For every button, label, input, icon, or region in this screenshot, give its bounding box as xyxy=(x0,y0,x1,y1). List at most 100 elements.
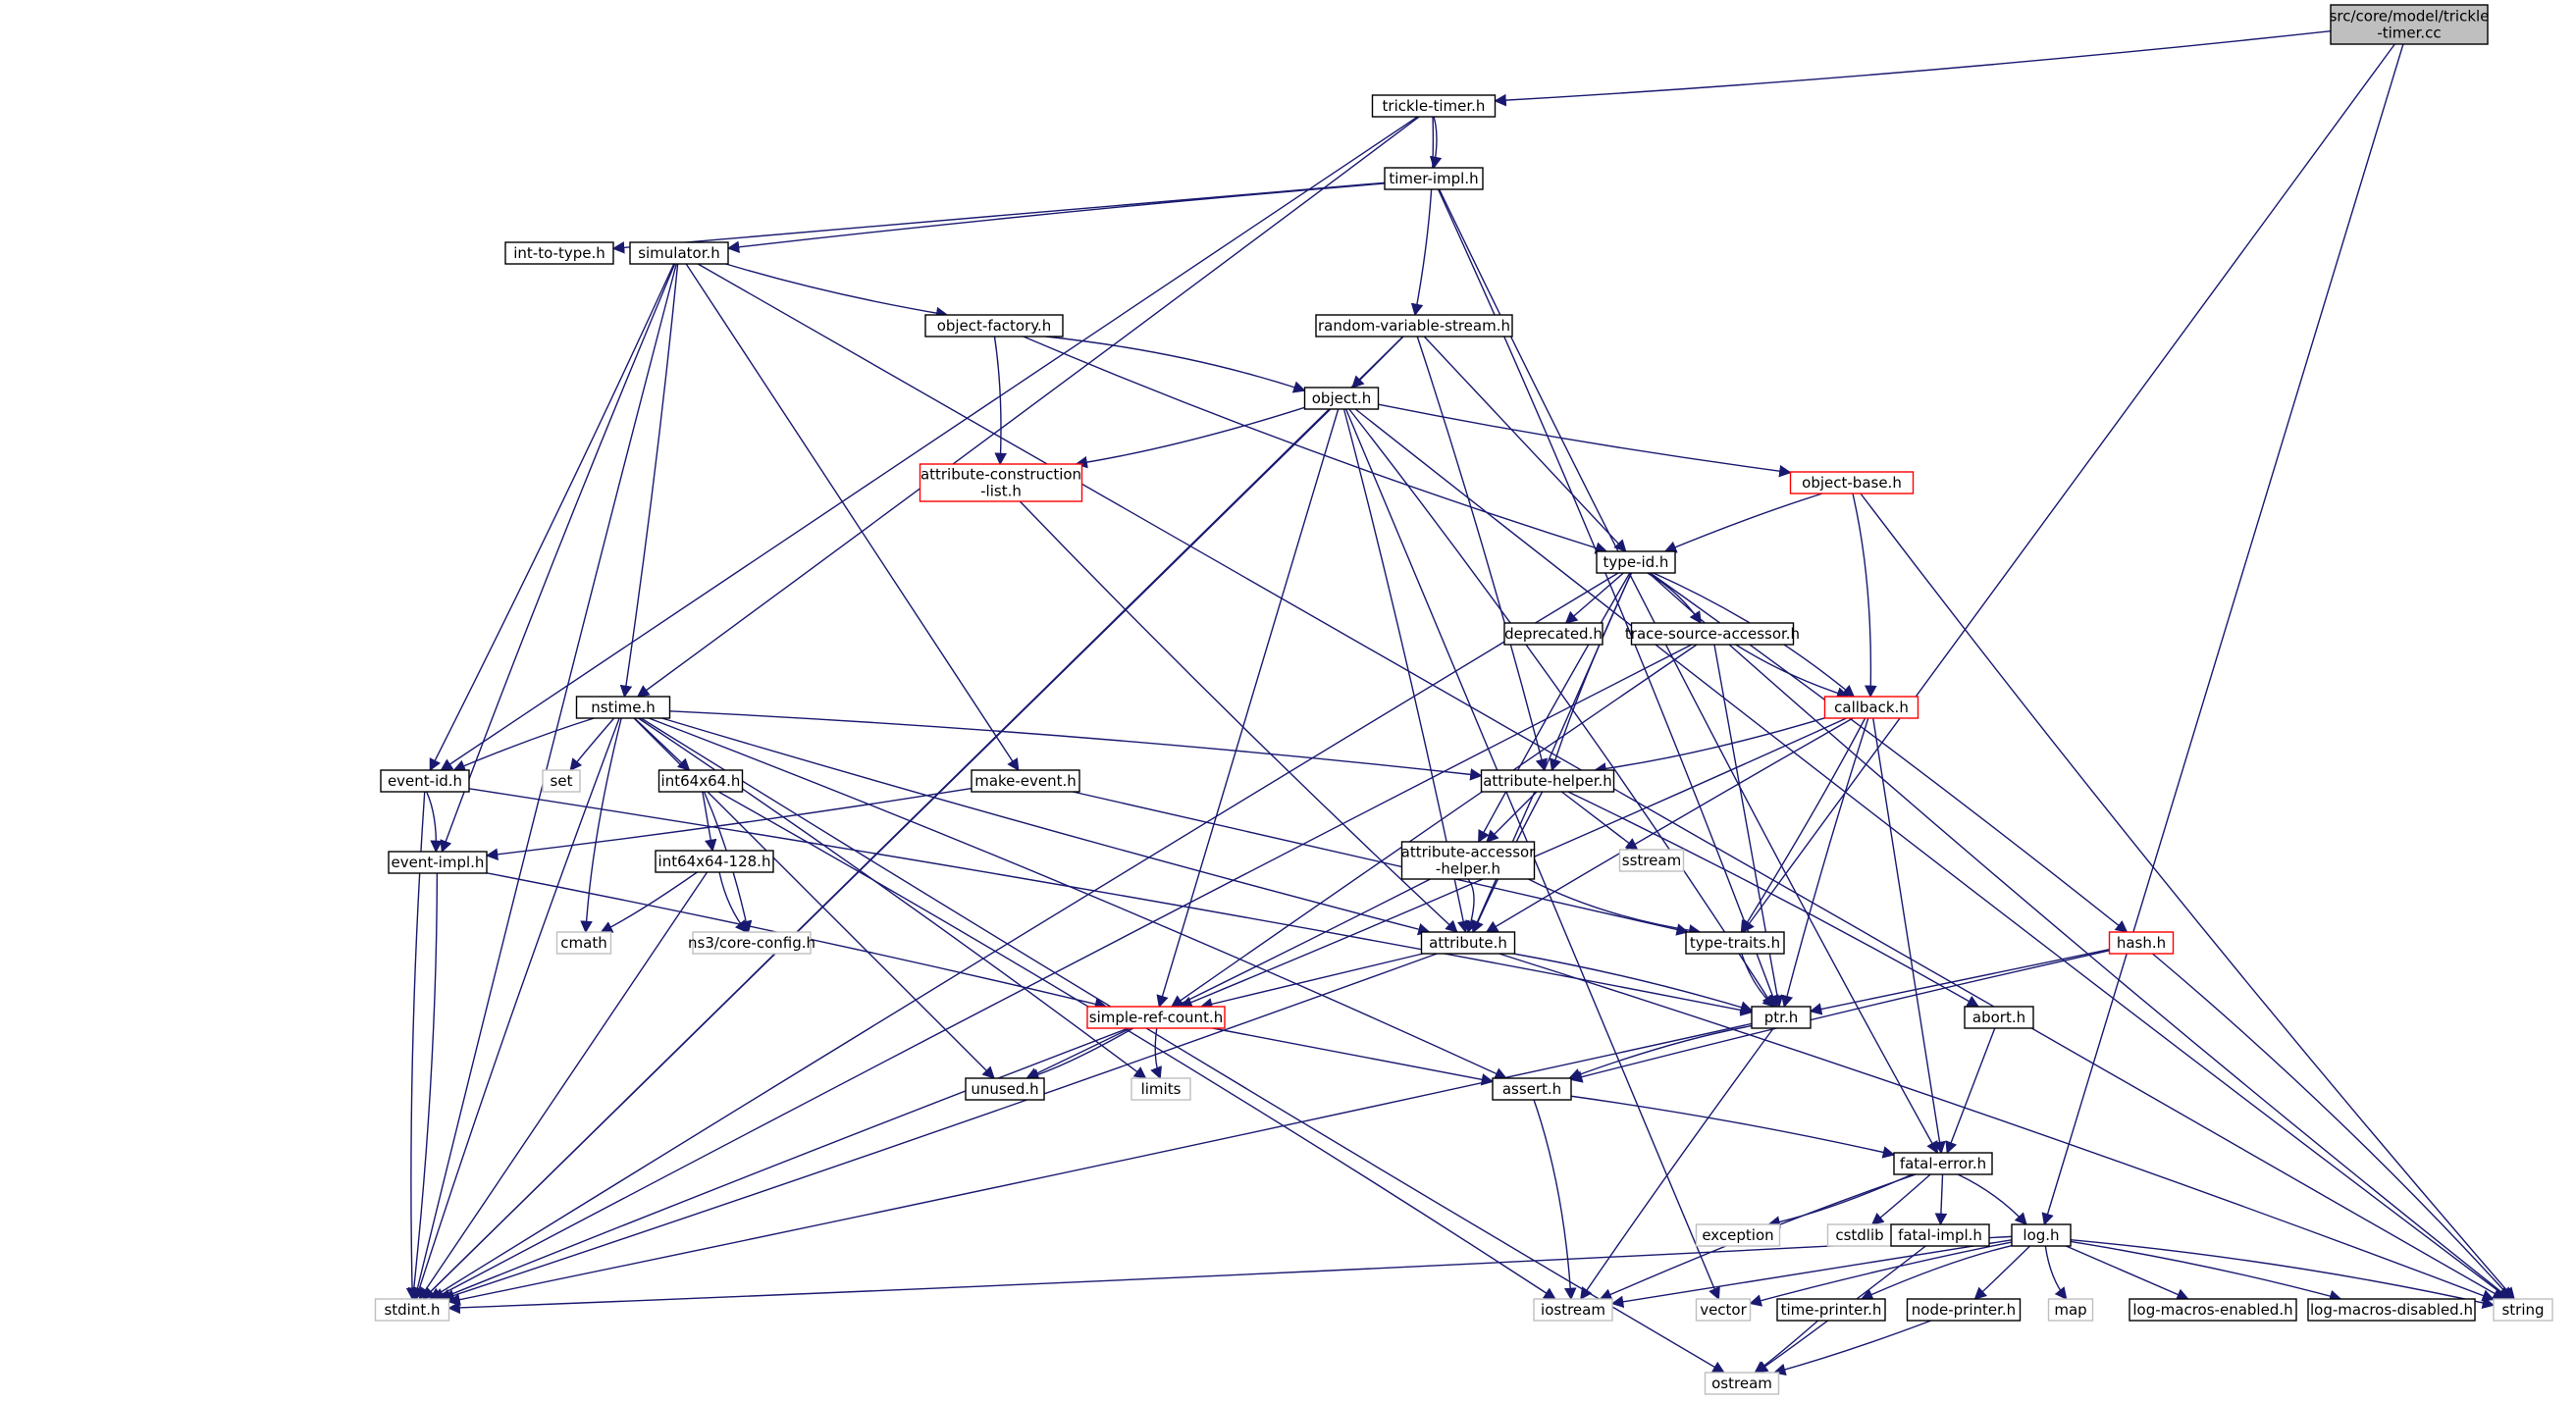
edge-hash_h-to-ptr_h xyxy=(1809,949,2110,1015)
node-event_id_h[interactable]: event-id.h xyxy=(380,769,470,793)
node-box xyxy=(965,1077,1045,1101)
edge-object_base_h-to-string xyxy=(1860,493,2515,1300)
edge-log_h-to-stdint_h xyxy=(447,1235,2013,1315)
node-log_h[interactable]: log.h xyxy=(2011,1223,2072,1247)
node-attr_construction_list_h[interactable]: attribute-construction-list.h xyxy=(919,463,1083,502)
node-trickle_timer_h[interactable]: trickle-timer.h xyxy=(1371,94,1497,118)
edge-trace_source_accessor_h-to-callback_h xyxy=(1735,644,1850,700)
edge-type_id_h-to-deprecated_h xyxy=(1564,572,1624,624)
node-type_traits_h[interactable]: type-traits.h xyxy=(1685,931,1785,955)
node-fatal_impl_h[interactable]: fatal-impl.h xyxy=(1890,1223,1990,1247)
node-attribute_helper_h[interactable]: attribute-helper.h xyxy=(1480,769,1615,793)
edge-trace_source_accessor_h-to-simple_ref_count_h xyxy=(1170,644,1698,1008)
node-time_printer_h[interactable]: time-printer.h xyxy=(1776,1298,1886,1322)
node-attribute_accessor_helper_h[interactable]: attribute-accessor-helper.h xyxy=(1401,841,1537,880)
edge-make_event_h-to-type_traits_h xyxy=(1073,791,1690,936)
node-deprecated_h[interactable]: deprecated.h xyxy=(1503,622,1603,646)
node-box xyxy=(2108,931,2175,955)
edge-callback_h-to-attribute_h xyxy=(1485,717,1854,933)
edge-log_h-to-log_macros_enabled_h xyxy=(2066,1245,2189,1301)
node-label: type-id.h xyxy=(1603,553,1669,571)
node-label: log.h xyxy=(2023,1226,2059,1244)
node-abort_h[interactable]: abort.h xyxy=(1964,1006,2034,1029)
node-vector: vector xyxy=(1695,1298,1752,1322)
edge-log_h-to-time_printer_h xyxy=(1860,1244,2013,1301)
node-box xyxy=(374,1298,450,1322)
edge-assert_h-to-fatal_error_h xyxy=(1570,1095,1896,1159)
node-label: trace-source-accessor.h xyxy=(1625,625,1800,643)
edge-type_traits_h-to-ptr_h xyxy=(1741,953,1776,1008)
edge-attribute_h-to-string xyxy=(1498,953,2496,1302)
node-callback_h[interactable]: callback.h xyxy=(1823,696,1919,719)
node-object_base_h[interactable]: object-base.h xyxy=(1789,471,1915,494)
node-int64x64_h[interactable]: int64x64.h xyxy=(657,769,744,793)
node-trace_source_accessor_h[interactable]: trace-source-accessor.h xyxy=(1625,622,1800,646)
node-root[interactable]: src/core/model/trickle-timer.cc xyxy=(2330,4,2490,45)
node-label: limits xyxy=(1141,1080,1182,1098)
node-type_id_h[interactable]: type-id.h xyxy=(1596,550,1676,574)
node-simulator_h[interactable]: simulator.h xyxy=(629,241,729,265)
edge-type_id_h-to-hash_h xyxy=(1650,572,2129,933)
node-node_printer_h[interactable]: node-printer.h xyxy=(1906,1298,2022,1322)
edge-int64x64_128_h-to-stdint_h xyxy=(418,871,709,1301)
node-label: exception xyxy=(1702,1226,1773,1244)
node-nstime_h[interactable]: nstime.h xyxy=(575,696,671,719)
node-box xyxy=(1303,387,1380,410)
node-event_impl_h[interactable]: event-impl.h xyxy=(388,851,488,874)
node-box xyxy=(1964,1006,2034,1029)
edge-simulator_h-to-event_id_h xyxy=(429,263,675,772)
node-box xyxy=(575,696,671,719)
node-unused_h[interactable]: unused.h xyxy=(965,1077,1045,1101)
node-label: event-impl.h xyxy=(392,854,485,871)
node-log_macros_enabled_h[interactable]: log-macros-enabled.h xyxy=(2129,1298,2297,1322)
node-box xyxy=(1315,314,1513,338)
node-make_event_h[interactable]: make-event.h xyxy=(971,769,1080,793)
node-map: map xyxy=(2047,1298,2094,1322)
edge-layer xyxy=(405,29,2515,1376)
node-attribute_h[interactable]: attribute.h xyxy=(1420,931,1516,955)
node-object_h[interactable]: object.h xyxy=(1303,387,1380,410)
node-assert_h[interactable]: assert.h xyxy=(1492,1077,1572,1101)
node-label: type-traits.h xyxy=(1690,934,1780,952)
node-label: random-variable-stream.h xyxy=(1318,317,1510,335)
node-log_macros_disabled_h[interactable]: log-macros-disabled.h xyxy=(2307,1298,2476,1322)
edge-fatal_error_h-to-log_h xyxy=(1957,1173,2027,1225)
node-label: fatal-error.h xyxy=(1900,1155,1986,1172)
node-simple_ref_count_h[interactable]: simple-ref-count.h xyxy=(1086,1006,1226,1029)
node-box xyxy=(629,241,729,265)
node-int_to_type_h[interactable]: int-to-type.h xyxy=(504,241,614,265)
edge-nstime_h-to-limits xyxy=(638,717,1147,1079)
node-timer_impl_h[interactable]: timer-impl.h xyxy=(1384,167,1484,190)
node-label: cstdlib xyxy=(1835,1226,1883,1244)
edge-callback_h-to-fatal_error_h xyxy=(1872,717,1946,1155)
node-label: deprecated.h xyxy=(1504,625,1603,643)
node-box xyxy=(2011,1223,2072,1247)
node-box xyxy=(504,241,614,265)
edge-trickle_timer_h-to-event_id_h xyxy=(440,116,1418,771)
node-ptr_h[interactable]: ptr.h xyxy=(1751,1006,1812,1029)
node-label: attribute-helper.h xyxy=(1483,772,1612,790)
node-box xyxy=(2330,4,2489,45)
node-label: object-factory.h xyxy=(937,317,1052,335)
node-box xyxy=(1086,1006,1226,1029)
node-int64x64_128_h[interactable]: int64x64-128.h xyxy=(655,850,774,873)
edge-trickle_timer_h-to-random_variable_stream_h xyxy=(1410,116,1435,317)
node-hash_h[interactable]: hash.h xyxy=(2108,931,2175,955)
edge-int64x64_h-to-int64x64_128_h xyxy=(702,791,717,853)
edge-trickle_timer_h-to-nstime_h xyxy=(636,116,1420,698)
node-box xyxy=(1789,471,1915,494)
node-label: assert.h xyxy=(1502,1080,1561,1098)
edge-simple_ref_count_h-to-unused_h xyxy=(1026,1027,1134,1081)
node-random_variable_stream_h[interactable]: random-variable-stream.h xyxy=(1315,314,1513,338)
edge-time_printer_h-to-ostream xyxy=(1754,1320,1819,1374)
node-box xyxy=(1751,1006,1812,1029)
node-box xyxy=(542,769,581,793)
edge-nstime_h-to-ostream xyxy=(640,717,1725,1374)
node-label: fatal-impl.h xyxy=(1898,1226,1982,1244)
node-box xyxy=(971,769,1080,793)
node-fatal_error_h[interactable]: fatal-error.h xyxy=(1893,1152,1993,1175)
node-object_factory_h[interactable]: object-factory.h xyxy=(924,314,1064,338)
edge-abort_h-to-fatal_error_h xyxy=(1945,1027,1996,1155)
edge-simulator_h-to-nstime_h xyxy=(619,263,679,699)
node-limits: limits xyxy=(1130,1077,1191,1101)
